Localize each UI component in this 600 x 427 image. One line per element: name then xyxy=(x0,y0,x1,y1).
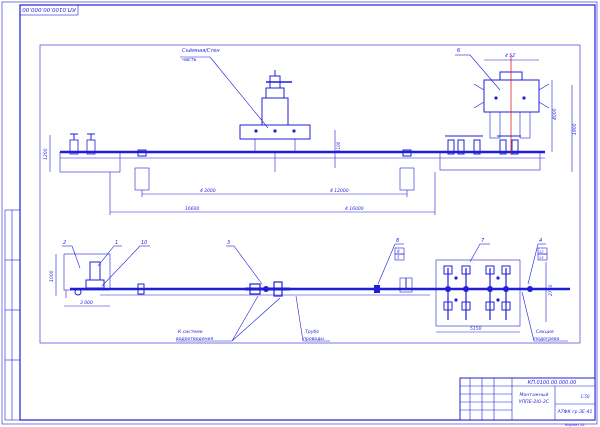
dim-bottom-4: 4 16000 xyxy=(345,206,364,212)
title-block-scale: 1:50 xyxy=(581,394,590,399)
title-block-name-1: Монтажный xyxy=(519,392,548,398)
lower-stack-9: 9 xyxy=(397,249,400,254)
title-block-name-2: УППБ-2Ю-2С xyxy=(519,399,550,405)
valve-block-lower xyxy=(435,259,533,327)
dim-lower-left-bottom: 3 000 xyxy=(80,300,93,306)
label-section-1: Секция xyxy=(536,329,554,335)
top-stamp-code: КП.0100.00.000.00 xyxy=(22,6,76,12)
title-block: КП.0100.00.000.00 Монтажный УППБ-2Ю-2С 1… xyxy=(459,377,596,427)
support-right xyxy=(399,167,415,191)
label-system-1: К системе xyxy=(178,329,203,335)
lower-stack-12: 12 xyxy=(539,250,544,254)
lower-callout-10: 10 xyxy=(141,240,147,246)
label-pipe-1: Трубо xyxy=(305,329,319,335)
left-margin-strip xyxy=(4,209,21,421)
lower-callout-3: 3 xyxy=(227,240,230,246)
label-section-2: подогрева xyxy=(534,337,560,342)
drawing-area-frame xyxy=(39,44,581,344)
label-pipe-2: проводы xyxy=(303,337,324,342)
valve-cluster-upper xyxy=(439,135,541,171)
lower-stack-13: 13 xyxy=(539,256,544,260)
lower-stack-5: 5 xyxy=(397,255,400,260)
heater-cabinet xyxy=(473,55,550,155)
upper-callout-6: 6 xyxy=(457,48,460,54)
dim-lower-right-v: 2760 xyxy=(548,284,554,296)
lower-callout-4: 4 xyxy=(539,238,542,244)
dim-lower-left-v: 1000 xyxy=(49,270,55,282)
label-system-2: водоотведения xyxy=(176,337,214,342)
upper-callout-label-1: Съёмная/Стен xyxy=(182,48,220,54)
dim-bottom-3: 16600 xyxy=(185,206,199,212)
dim-right-v2: 1900 xyxy=(572,123,578,135)
dim-top-right: 4 5Z xyxy=(505,53,516,59)
lower-callout-8: 8 xyxy=(396,238,399,244)
lower-callout-1: 1 xyxy=(115,240,118,246)
lower-callout-2: 2 xyxy=(63,240,66,246)
title-block-org: АТФК гр.ЗЕ-41 xyxy=(557,409,593,415)
upper-view: Съёмная/Стен часть 6 4 5Z 4000 1900 1200… xyxy=(43,48,578,215)
top-stamp-box xyxy=(19,4,79,16)
dim-mid-small: 1100 xyxy=(336,141,341,152)
title-block-code: КП.0100.00.000.00 xyxy=(528,380,577,386)
left-tank xyxy=(63,253,111,291)
dim-left-v: 1200 xyxy=(43,148,49,160)
support-left xyxy=(134,167,150,191)
dim-bottom-2: 4 12000 xyxy=(330,188,349,194)
dim-lower-right-bottom: 5150 xyxy=(470,326,482,332)
lower-view: 2 1 10 3 8 9 5 7 4 12 13 К системе водоо… xyxy=(49,238,570,342)
upper-callout-label-2: часть xyxy=(182,57,197,63)
dim-right-v1: 4000 xyxy=(552,108,558,120)
pump-unit xyxy=(239,70,311,172)
lower-callout-7: 7 xyxy=(481,238,485,244)
dim-bottom-1: 4 2000 xyxy=(200,188,216,194)
drawing-frame xyxy=(19,4,596,421)
title-block-format: Формат А1 xyxy=(565,423,585,427)
